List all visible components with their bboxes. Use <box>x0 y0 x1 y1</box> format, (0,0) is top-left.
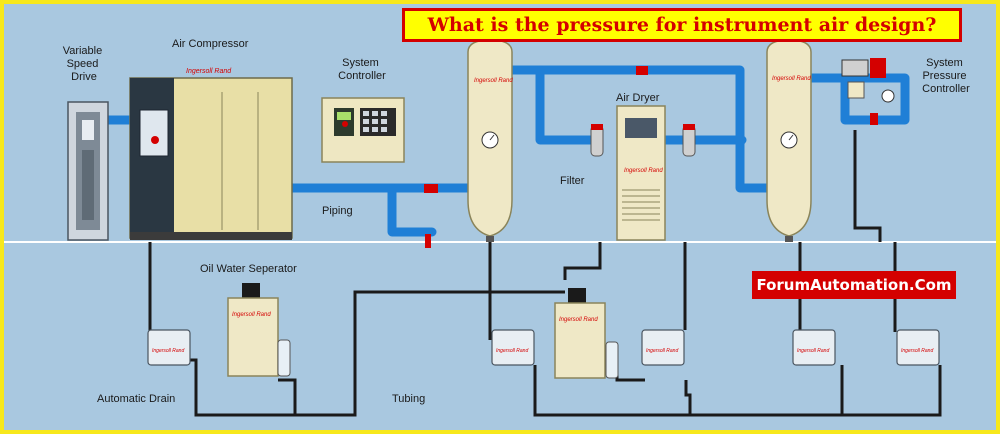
oil-water-separator-left <box>227 283 291 377</box>
air-compressor <box>129 77 293 240</box>
system-controller-panel <box>321 97 405 163</box>
separator-middle-brand: Ingersoll Rand <box>559 317 598 323</box>
label-piping: Piping <box>322 205 353 217</box>
wet-receiver-tank <box>467 39 513 242</box>
drain-brand-1: Ingersoll Rand <box>152 348 184 354</box>
label-air-compressor: Air Compressor <box>172 38 249 50</box>
drain-brands: Ingersoll Rand Ingersoll Rand Ingersoll … <box>152 348 933 354</box>
drain-brand-4: Ingersoll Rand <box>797 348 829 354</box>
pressure-controller-assembly <box>841 58 895 103</box>
drain-brand-2: Ingersoll Rand <box>496 348 528 354</box>
filters <box>590 124 696 157</box>
dry-tank-brand: Ingersoll Rand <box>772 76 811 82</box>
label-system-controller: System Controller <box>338 57 386 82</box>
air-dryer-unit <box>616 105 666 241</box>
label-filter: Filter <box>560 175 585 187</box>
variable-speed-drive <box>67 101 109 241</box>
oil-water-separator-middle <box>554 288 619 379</box>
dryer-brand: Ingersoll Rand <box>624 168 663 174</box>
label-automatic-drain: Automatic Drain <box>97 393 175 405</box>
drain-brand-5: Ingersoll Rand <box>901 348 933 354</box>
label-oil-water-separator: Oil Water Seperator <box>200 263 297 275</box>
site-badge: ForumAutomation.Com <box>752 271 956 299</box>
automatic-drains <box>147 329 940 366</box>
compressor-brand: Ingersoll Rand <box>186 68 232 75</box>
label-tubing: Tubing <box>392 393 425 405</box>
drain-brand-3: Ingersoll Rand <box>646 348 678 354</box>
headline-banner: What is the pressure for instrument air … <box>402 8 962 42</box>
label-variable-speed-drive: Variable Speed Drive <box>63 45 106 83</box>
wet-tank-brand: Ingersoll Rand <box>474 78 513 84</box>
dry-receiver-tank <box>766 39 812 242</box>
label-system-pressure-controller: System Pressure Controller <box>922 57 970 95</box>
separator-left-brand: Ingersoll Rand <box>232 312 271 318</box>
label-air-dryer: Air Dryer <box>616 92 660 104</box>
pipe-valves <box>424 66 878 248</box>
